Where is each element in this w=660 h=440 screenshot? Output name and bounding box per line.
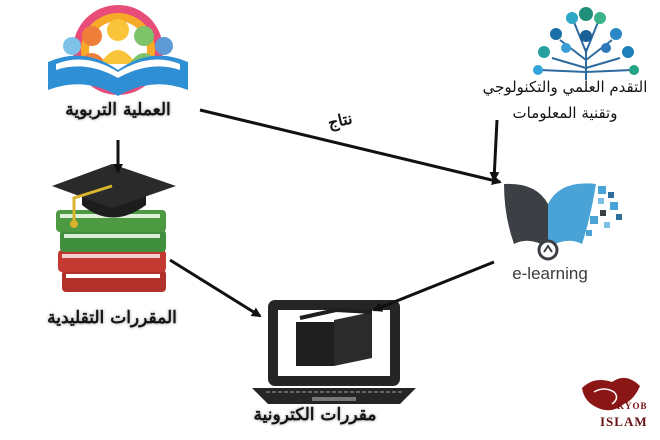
label-tech-progress: التقدم العلمي والتكنولوجي وتقنية المعلوم… [470, 74, 660, 126]
arrow-traditional-to-electronic [169, 258, 262, 318]
arrows [113, 108, 502, 318]
elearning-logo-icon [504, 183, 622, 261]
watermark-logo-icon [582, 377, 640, 411]
label-traditional-courses: المقررات التقليدية [47, 308, 177, 328]
elearning-logo-text: e-learning [512, 264, 588, 283]
watermark-line1: KYOB [617, 401, 648, 411]
tech-network-icon [533, 7, 639, 80]
arrow-tech-to-elearning [489, 119, 500, 182]
educational-process-icon [48, 5, 188, 96]
label-educational-process: العملية التربوية [65, 100, 171, 120]
label-tech-progress-line1: التقدم العلمي والتكنولوجي [482, 78, 648, 96]
arrow-elearning-to-electronic [372, 260, 495, 312]
graduation-books-icon [52, 164, 176, 292]
label-tech-progress-line2: وتقنية المعلومات [512, 104, 618, 122]
watermark-line2: ISLAM [600, 414, 648, 429]
arrow-edu-to-elearning [199, 108, 502, 185]
laptop-book-icon [252, 300, 416, 404]
label-electronic-courses: مقررات الكترونية [253, 405, 377, 425]
